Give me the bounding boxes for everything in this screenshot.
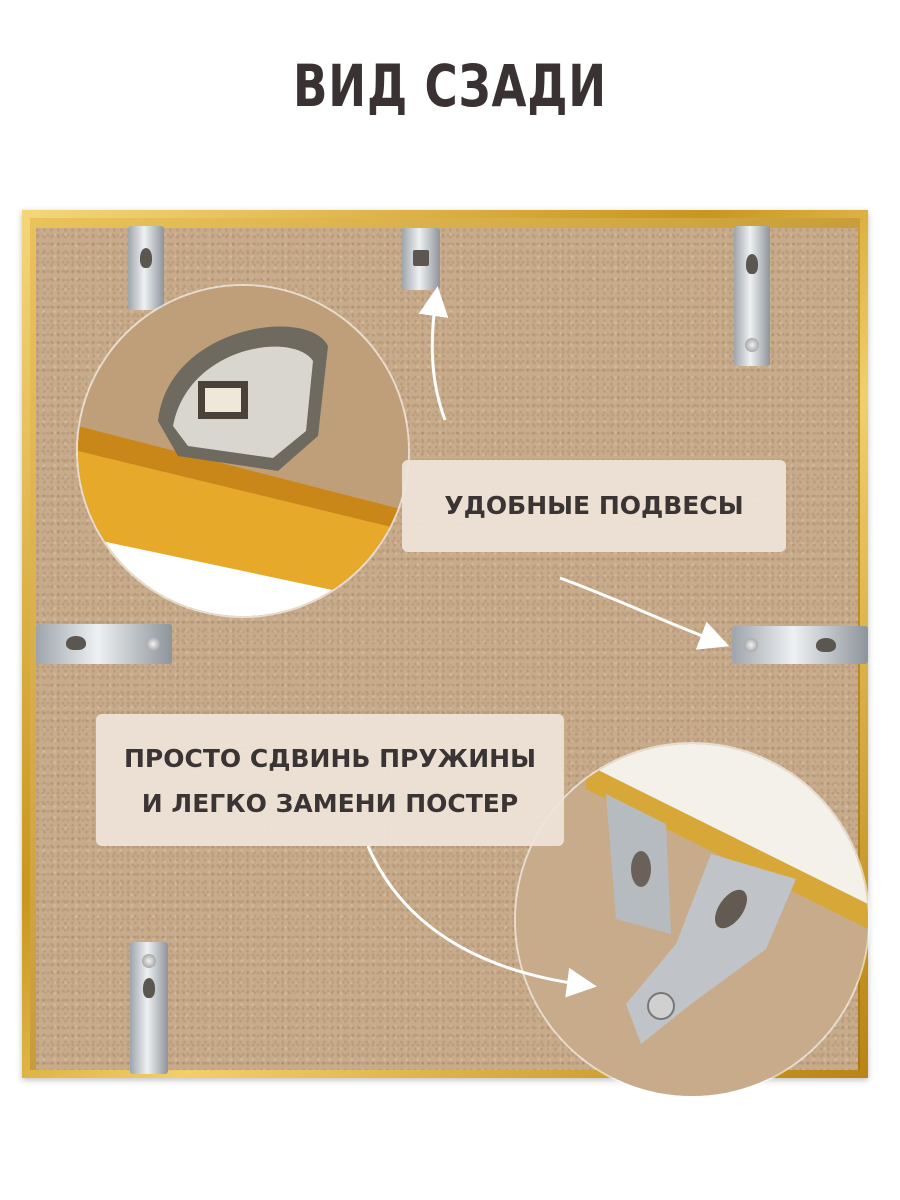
callout-hangers: УДОБНЫЕ ПОДВЕСЫ: [402, 460, 786, 552]
hanger-hole: [413, 250, 429, 266]
hanger-hole: [66, 636, 86, 650]
spring-clip-right: [732, 626, 868, 664]
callout-springs: ПРОСТО СДВИНЬ ПРУЖИНЫ И ЛЕГКО ЗАМЕНИ ПОС…: [96, 714, 564, 846]
screw: [146, 637, 160, 651]
page-title: ВИД СЗАДИ: [293, 52, 607, 120]
screw: [744, 638, 758, 652]
hanger-hole: [140, 248, 152, 268]
hanger-clip-top-left: [128, 226, 164, 310]
screw: [142, 954, 156, 968]
screw: [745, 338, 759, 352]
callout-springs-line-2: И ЛЕГКО ЗАМЕНИ ПОСТЕР: [141, 789, 519, 818]
hanger-hole: [143, 978, 155, 998]
hanger-hole: [746, 254, 758, 274]
hanger-clip-top-right: [734, 226, 770, 366]
arrow-to-top-hanger: [418, 286, 449, 421]
arrow-to-right-spring: [559, 576, 730, 650]
zoom-circle-hanger: [78, 286, 408, 616]
callout-springs-line-1: ПРОСТО СДВИНЬ ПРУЖИНЫ: [124, 744, 536, 773]
arrow-to-spring-closeup: [366, 845, 597, 998]
spring-clip-bottom-left: [130, 942, 168, 1074]
spring-closeup-image: [516, 744, 868, 1096]
hanger-clip-top-center: [402, 228, 440, 290]
spring-clip-left: [36, 624, 172, 664]
zoom-circle-springs: [516, 744, 868, 1096]
hanger-closeup-image: [78, 286, 408, 616]
hanger-hole: [816, 638, 836, 652]
